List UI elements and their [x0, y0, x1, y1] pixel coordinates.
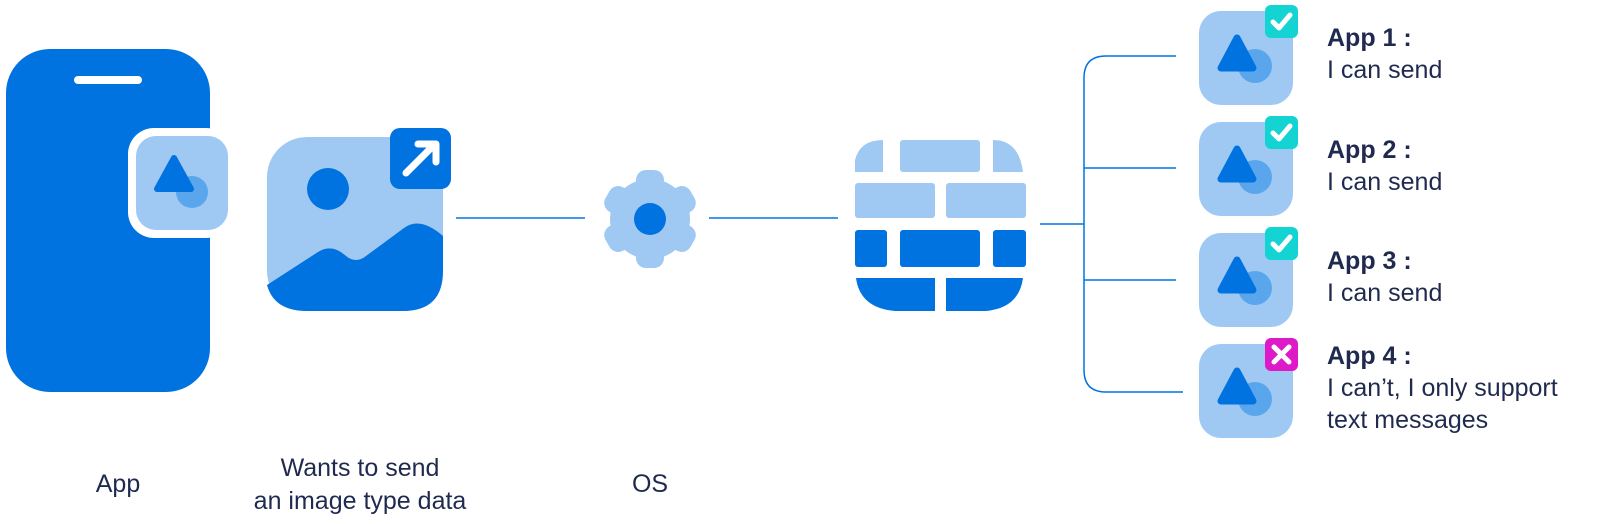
check-icon [1265, 227, 1298, 260]
target-app-message: text messages [1327, 406, 1489, 434]
target-app-2-label: App 2 : I can send [1327, 134, 1442, 198]
os-caption: OS [631, 470, 669, 498]
branch-connector [1040, 55, 1183, 393]
send-caption-line: an image type data [253, 487, 467, 515]
image-share-icon [267, 128, 451, 311]
gear-icon [604, 170, 696, 268]
send-caption: Wants to send an image type data [215, 452, 505, 518]
target-app-title: App 3 : [1327, 247, 1412, 275]
target-app-4-label: App 4 : I can’t, I only support text mes… [1327, 340, 1558, 436]
target-app-1-label: App 1 : I can send [1327, 22, 1442, 86]
target-app-title: App 1 : [1327, 24, 1412, 52]
send-caption-line: Wants to send [280, 454, 440, 482]
phone-icon [6, 49, 232, 392]
check-icon [1265, 116, 1298, 149]
target-app-title: App 4 : [1327, 342, 1412, 370]
check-icon [1265, 5, 1298, 38]
app-tile-icon [1199, 11, 1293, 105]
cross-icon [1265, 338, 1298, 371]
target-app-message: I can’t, I only support [1327, 374, 1558, 402]
target-app-message: I can send [1327, 56, 1443, 84]
target-app-title: App 2 : [1327, 136, 1412, 164]
target-app-3-label: App 3 : I can send [1327, 245, 1442, 309]
firewall-icon [855, 140, 1026, 311]
app-caption: App [95, 470, 141, 498]
target-app-message: I can send [1327, 279, 1443, 307]
target-app-message: I can send [1327, 168, 1443, 196]
